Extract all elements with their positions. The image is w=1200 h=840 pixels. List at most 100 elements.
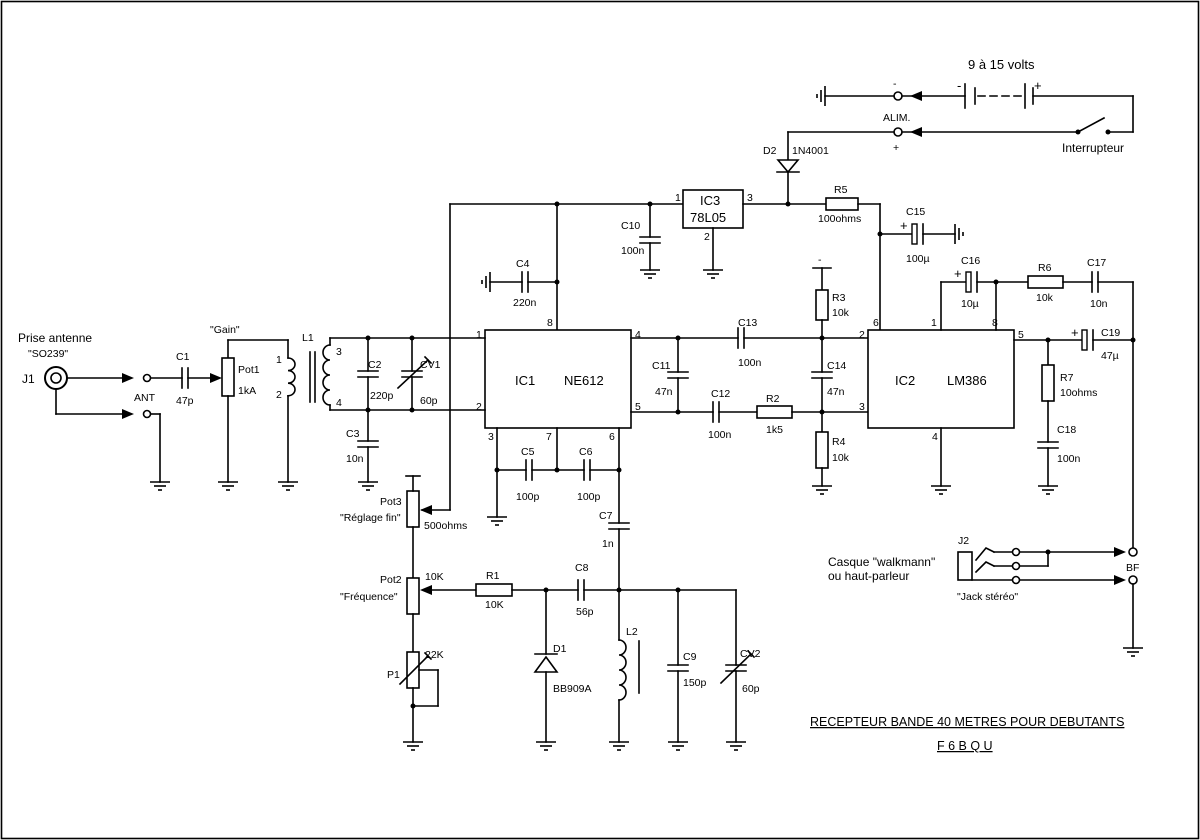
l1-primary: [287, 357, 296, 397]
ic1-pin: 1: [476, 329, 482, 341]
ground-symbol: [725, 741, 747, 751]
c19-plate: [1081, 329, 1088, 351]
ic2-pin: 5: [1018, 329, 1024, 341]
c17-name: C17: [1087, 257, 1106, 269]
c16-plus: +: [954, 266, 962, 281]
cv1-value: 60p: [420, 395, 438, 407]
c18-value: 100n: [1057, 453, 1081, 465]
ic2-pin: 2: [859, 329, 865, 341]
ic3-name: IC3: [700, 193, 720, 208]
ic1-pin: 6: [609, 431, 615, 443]
c11-value: 47n: [655, 386, 673, 398]
c19-plus: +: [1071, 325, 1079, 340]
ic2-name: IC2: [895, 373, 915, 388]
r2-value: 1k5: [766, 424, 783, 436]
pot3-value: 500ohms: [424, 520, 467, 532]
d2-name: D2: [763, 145, 777, 157]
r4-body: [815, 431, 829, 469]
cell-plus: +: [1034, 78, 1042, 93]
d1-type: BB909A: [553, 683, 592, 695]
ic1-pin: 4: [635, 329, 641, 341]
ic2-pin: 6: [873, 317, 879, 329]
ground-symbol: [1037, 485, 1059, 495]
c17-value: 10n: [1090, 298, 1108, 310]
j1-label: J1: [22, 372, 35, 386]
ground-symbol: [535, 741, 557, 751]
ground-symbol: [277, 481, 299, 491]
c2-name: C2: [368, 359, 382, 371]
ground-symbol: [481, 271, 491, 293]
antenna-input: Prise antenne "SO239" J1 ANT C1 47p "Gai…: [18, 324, 299, 491]
c12-value: 100n: [708, 429, 732, 441]
jack-contact: [1011, 561, 1021, 571]
pot2-name: Pot2: [380, 574, 402, 586]
ic2-pin: 3: [859, 401, 865, 413]
ic2-type: LM386: [947, 373, 987, 388]
junction-dot: [1045, 549, 1051, 555]
ic2-pin: 8: [992, 317, 998, 329]
ic1-pin: 5: [635, 401, 641, 413]
r1-body: [475, 583, 513, 597]
l1-name: L1: [302, 332, 314, 344]
d2-type: 1N4001: [792, 145, 829, 157]
bf-label: BF: [1126, 562, 1139, 574]
jack-contact: [1011, 547, 1021, 557]
jack-label: "Jack stéréo": [957, 591, 1018, 603]
cell-minus: -: [957, 78, 961, 93]
c14-value: 47n: [827, 386, 845, 398]
l1-pin: 3: [336, 346, 342, 358]
ground-symbol: [702, 269, 724, 279]
c8-name: C8: [575, 562, 589, 574]
r5-body: [825, 197, 859, 211]
c12-name: C12: [711, 388, 730, 400]
if-coupling: C11 47n C13 100n C12 100n R2 1k5 - R3 10…: [630, 254, 869, 495]
ic3-pin: 1: [675, 192, 681, 204]
ground-symbol: [639, 269, 661, 279]
c4-value: 220n: [513, 297, 537, 309]
c1-value: 47p: [176, 395, 194, 407]
r1-value: 10K: [485, 599, 504, 611]
pot3-label: "Réglage fin": [340, 512, 401, 524]
c15-plus: +: [900, 218, 908, 233]
ground-symbol: [1122, 647, 1144, 657]
pot3-name: Pot3: [380, 496, 402, 508]
r7-value: 10ohms: [1060, 387, 1097, 399]
cv2-name: CV2: [740, 648, 761, 660]
c6-name: C6: [579, 446, 593, 458]
ground-symbol: [954, 223, 964, 245]
junction-dot: [616, 467, 622, 473]
p1-name: P1: [387, 669, 400, 681]
switch-contact: [1105, 129, 1111, 135]
tuning-network: Pot3 "Réglage fin" 500ohms Pot2 "Fréquen…: [340, 203, 761, 751]
c16-name: C16: [961, 255, 980, 267]
ground-symbol: [816, 85, 826, 107]
input-tank: L1 1 2 3 4 C2 220p CV1 60p C3: [276, 332, 486, 491]
ic3-type: 78L05: [690, 210, 726, 225]
alim-label: ALIM.: [883, 112, 910, 124]
ic1-type: NE612: [564, 373, 604, 388]
r5-name: R5: [834, 184, 848, 196]
arrow-icon: [1114, 575, 1126, 585]
r6-value: 10k: [1036, 292, 1054, 304]
ant-terminal: [142, 409, 152, 419]
ic1-pin: 3: [488, 431, 494, 443]
cv2-value: 60p: [742, 683, 760, 695]
c13-value: 100n: [738, 357, 762, 369]
c16-plate: [965, 271, 972, 293]
c3-name: C3: [346, 428, 360, 440]
c15-name: C15: [906, 206, 925, 218]
r5-value: 100ohms: [818, 213, 861, 225]
coax-center: [50, 372, 62, 384]
arrow-icon: [210, 373, 222, 383]
c19-value: 47µ: [1101, 350, 1119, 362]
c10-value: 100n: [621, 245, 645, 257]
ground-symbol: [357, 481, 379, 491]
jack-contact: [1011, 575, 1021, 585]
title-line2: F 6 B Q U: [937, 739, 993, 753]
ground-symbol: [149, 481, 171, 491]
ground-symbol: [486, 516, 508, 526]
ground-symbol: [811, 485, 833, 495]
c9-value: 150p: [683, 677, 707, 689]
